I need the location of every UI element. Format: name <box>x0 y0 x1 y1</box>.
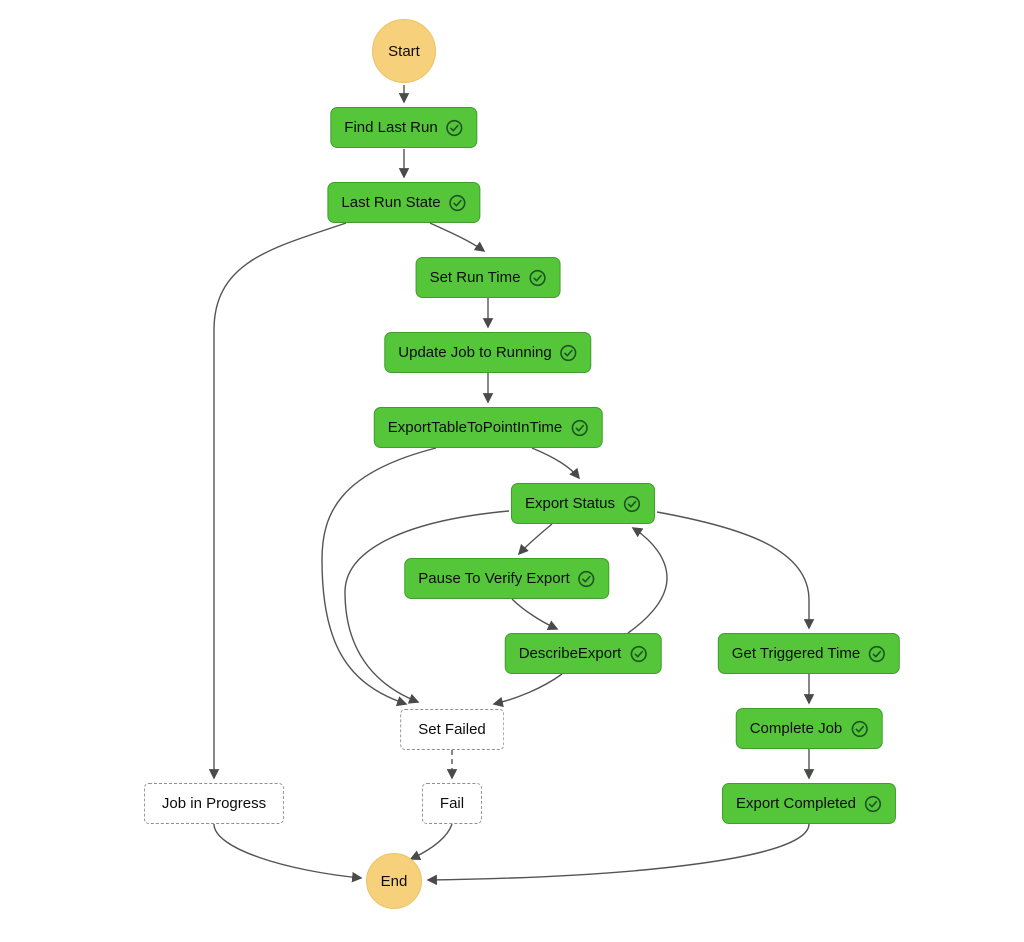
check-circle-icon <box>578 570 596 588</box>
check-circle-icon <box>560 344 578 362</box>
check-circle-icon <box>449 194 467 212</box>
state-label: Export Completed <box>735 795 857 812</box>
edge-describeexport-to-set-failed <box>492 673 563 708</box>
state-node-describeexport[interactable]: DescribeExport <box>504 633 662 674</box>
check-circle-icon <box>528 269 546 287</box>
state-node-find-last-run[interactable]: Find Last Run <box>330 107 478 148</box>
state-node-exporttabletopointintime[interactable]: ExportTableToPointInTime <box>373 407 603 448</box>
state-node-fail[interactable]: Fail <box>421 783 483 824</box>
check-circle-icon <box>623 495 641 513</box>
state-node-set-failed[interactable]: Set Failed <box>400 709 504 750</box>
edge-last-run-state-to-job-in-progress <box>208 222 347 780</box>
check-circle-icon <box>868 645 886 663</box>
state-label: Pause To Verify Export <box>418 570 570 587</box>
state-node-complete-job[interactable]: Complete Job <box>735 708 883 749</box>
state-label: Set Failed <box>418 721 486 738</box>
state-label: ExportTableToPointInTime <box>387 419 563 436</box>
state-node-job-in-progress[interactable]: Job in Progress <box>143 783 285 824</box>
check-circle-icon <box>446 119 464 137</box>
state-label: Complete Job <box>749 720 843 737</box>
check-circle-icon <box>864 795 882 813</box>
end-label: End <box>380 872 408 890</box>
state-node-set-run-time[interactable]: Set Run Time <box>415 257 561 298</box>
check-circle-icon <box>570 419 588 437</box>
state-label: Set Run Time <box>429 269 521 286</box>
state-label: Last Run State <box>341 194 441 211</box>
state-label: Job in Progress <box>161 795 267 812</box>
state-node-update-job-to-running[interactable]: Update Job to Running <box>384 332 592 373</box>
state-label: Fail <box>439 795 465 812</box>
edge-export-status-to-set-failed <box>344 510 510 704</box>
edge-exporttabletopointintime-to-set-failed <box>321 447 437 707</box>
state-node-last-run-state[interactable]: Last Run State <box>327 182 481 223</box>
edge-pause-to-verify-export-to-describeexport <box>511 598 559 630</box>
end-node[interactable]: End <box>366 853 422 909</box>
state-node-get-triggered-time[interactable]: Get Triggered Time <box>717 633 901 674</box>
edge-export-status-to-get-triggered-time <box>656 511 815 630</box>
state-label: Get Triggered Time <box>731 645 861 662</box>
state-node-pause-to-verify-export[interactable]: Pause To Verify Export <box>404 558 610 599</box>
edge-describeexport-to-export-status <box>627 527 668 634</box>
edge-export-status-to-pause-to-verify-export <box>517 523 553 556</box>
check-circle-icon <box>629 645 647 663</box>
state-label: Export Status <box>524 495 616 512</box>
start-node[interactable]: Start <box>372 19 436 83</box>
start-label: Start <box>388 42 420 60</box>
state-node-export-completed[interactable]: Export Completed <box>721 783 897 824</box>
state-label: Find Last Run <box>344 119 438 136</box>
edge-job-in-progress-to-end <box>213 823 363 883</box>
edge-export-completed-to-end <box>426 823 810 886</box>
state-label: Update Job to Running <box>398 344 552 361</box>
state-node-export-status[interactable]: Export Status <box>510 483 656 524</box>
edge-last-run-state-to-set-run-time <box>429 222 486 252</box>
edge-exporttabletopointintime-to-export-status <box>531 447 580 480</box>
state-label: DescribeExport <box>518 645 622 662</box>
edge-fail-to-end <box>409 823 453 860</box>
check-circle-icon <box>850 720 868 738</box>
